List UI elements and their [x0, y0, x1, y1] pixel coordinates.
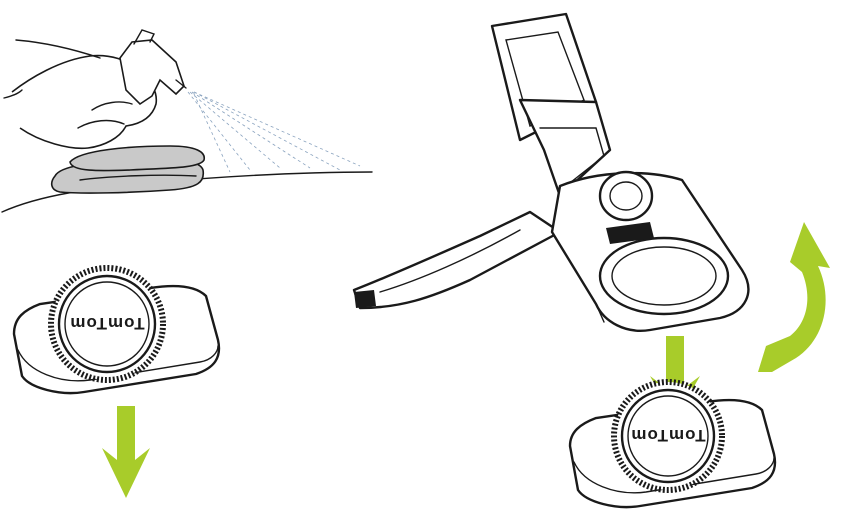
adhesive-pad-right: TomTom — [568, 379, 777, 509]
pad-brand-logo: TomTom — [69, 314, 144, 333]
hinge-knob — [598, 170, 654, 244]
rotate-arrow-icon — [758, 222, 830, 372]
adhesive-pad-left: TomTom — [12, 265, 221, 395]
spray-bottle-icon — [119, 29, 187, 106]
down-arrow-icon — [102, 406, 150, 498]
mount-cradle-icon — [352, 12, 750, 332]
cloth-icon — [50, 145, 205, 194]
cleaning-step — [1, 29, 373, 213]
pad-dial: TomTom — [48, 265, 166, 383]
hand-icon — [3, 39, 158, 150]
spray-mist — [187, 91, 361, 173]
down-arrow-icon — [650, 336, 700, 420]
pad-dial: TomTom — [611, 379, 725, 493]
pad-brand-logo: TomTom — [630, 426, 705, 445]
